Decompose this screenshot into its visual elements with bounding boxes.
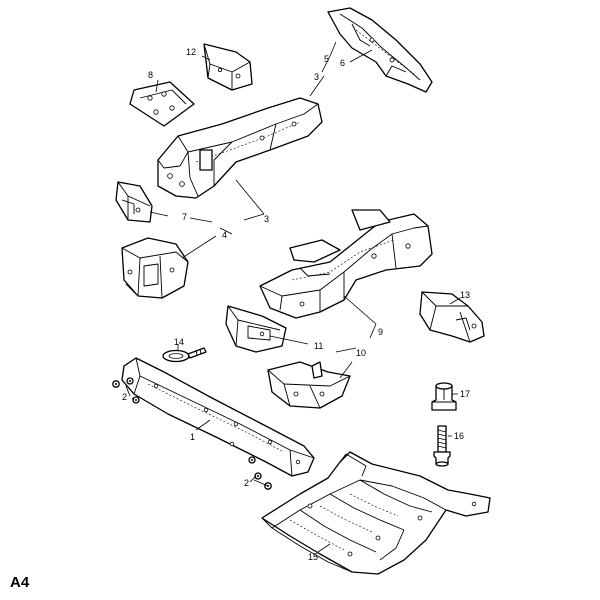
figure-label: A4 [10, 574, 30, 591]
callout-12: 12 [186, 47, 196, 57]
callout-13: 13 [460, 290, 470, 300]
callout-8: 8 [148, 70, 153, 80]
part-bracket-10 [267, 361, 351, 409]
callout-1: 1 [190, 432, 195, 442]
part-towing-eye [162, 347, 207, 363]
leader-lines [125, 41, 461, 553]
callout-11: 11 [314, 341, 323, 351]
callout-15: 15 [308, 552, 318, 562]
part-bolt-16 [433, 425, 451, 467]
callout-3-upper: 3 [314, 72, 319, 82]
part-bracket-11 [225, 305, 287, 353]
callout-16: 16 [454, 431, 464, 441]
callout-14: 14 [174, 337, 184, 347]
callout-17: 17 [460, 389, 470, 399]
part-bumper-beam [121, 357, 315, 477]
callout-7: 7 [182, 212, 187, 222]
callout-5: 5 [324, 54, 329, 64]
part-upper-rail-extension [327, 7, 433, 93]
callout-3-lower: 3 [264, 214, 269, 224]
part-bracket-13 [419, 291, 485, 343]
callout-6: 6 [340, 58, 345, 68]
part-bracket-12 [203, 43, 253, 91]
callout-labels: 12 8 5 6 3 7 3 4 13 9 14 11 10 17 2 16 1… [122, 47, 470, 562]
callout-4: 4 [222, 230, 227, 240]
callout-2-upper: 2 [122, 392, 127, 402]
part-flange-nut-17 [431, 382, 457, 411]
part-left-front-rail [157, 97, 323, 199]
callout-2-lower: 2 [244, 478, 249, 488]
callout-9: 9 [378, 327, 383, 337]
part-nuts-2 [112, 377, 272, 490]
part-crash-box-4 [121, 237, 189, 299]
callout-10: 10 [356, 348, 366, 358]
part-bracket-7 [115, 181, 153, 223]
part-right-front-rail [259, 209, 433, 319]
part-underbody-shield [261, 451, 491, 575]
part-plate-8 [129, 81, 195, 127]
